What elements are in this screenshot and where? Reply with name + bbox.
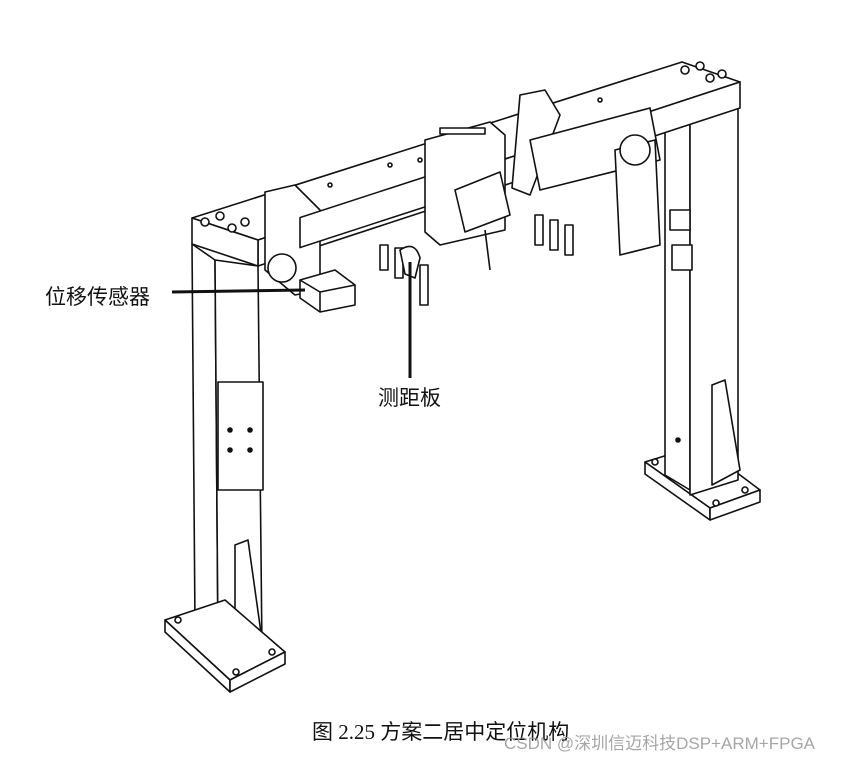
ranging-plate-label: 测距板 (378, 386, 441, 410)
sensor-label: 位移传感器 (45, 285, 150, 309)
sensor-leader-line (171, 288, 306, 294)
watermark: CSDN @深圳信迈科技DSP+ARM+FPGA (504, 734, 816, 753)
right-column (664, 91, 741, 496)
displacement-sensor (299, 269, 356, 313)
left-base-plate (164, 599, 286, 693)
figure-caption: 图 2.25 方案二居中定位机构 (312, 720, 570, 744)
carriage-assembly (264, 89, 693, 306)
left-column (191, 243, 264, 651)
